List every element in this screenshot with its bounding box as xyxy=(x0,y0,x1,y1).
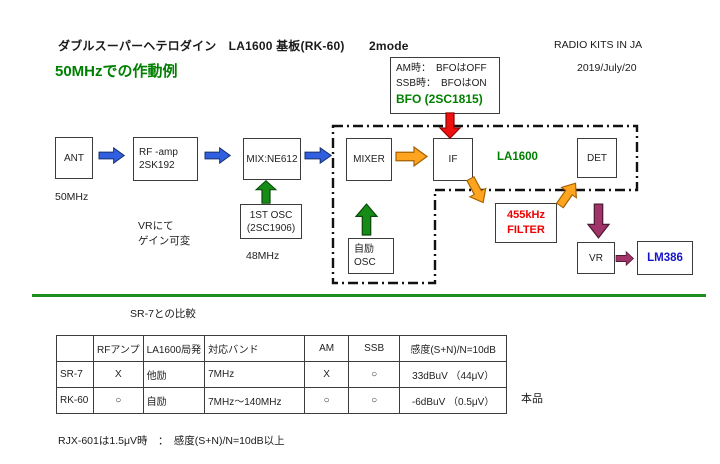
col-header-localosc: LA1600局発 xyxy=(142,335,206,362)
cell-am: X xyxy=(304,361,350,388)
bfo-note-am: AM時： BFOはOFF xyxy=(396,63,487,74)
section-heading: 50MHzでの作動例 xyxy=(55,63,178,80)
mixer-label: MIXER xyxy=(353,154,385,165)
if-block: IF xyxy=(433,138,473,181)
cell-ssb: ○ xyxy=(348,361,401,388)
section-divider xyxy=(32,294,706,297)
cell-model: RK-60 xyxy=(56,387,94,414)
mixer-block: MIXER xyxy=(346,138,392,181)
la1600-chip-label: LA1600 xyxy=(497,151,538,163)
cell-sensitivity: -6dBuV （0.5μV） xyxy=(399,387,508,414)
arrow-rfamp-to-mix-icon xyxy=(204,146,232,165)
det-block: DET xyxy=(577,138,617,178)
osc-freq-label: 48MHz xyxy=(246,250,280,262)
rf-gain-note: VRにて ゲイン可変 xyxy=(138,219,190,249)
cell-band: 7MHz xyxy=(204,361,306,388)
bfo-label: BFO (2SC1815) xyxy=(396,92,483,106)
rf-amp-part: 2SK192 xyxy=(139,160,175,171)
col-header-ssb: SSB xyxy=(348,335,401,362)
rf-amp-label: RF -amp xyxy=(139,147,178,158)
first-osc-label: 1ST OSC xyxy=(249,209,293,221)
arrow-bfo-to-if-icon xyxy=(438,112,462,139)
cell-ssb: ○ xyxy=(348,387,401,414)
cell-rfamp: ○ xyxy=(93,387,144,414)
this-product-note: 本品 xyxy=(521,393,543,405)
cell-band: 7MHz～140MHz xyxy=(204,387,306,414)
lm386-block: LM386 xyxy=(637,241,693,275)
first-osc-block: 1ST OSC (2SC1906) xyxy=(240,204,302,239)
if-label: IF xyxy=(448,154,458,165)
arrow-vr-to-lm386-icon xyxy=(615,250,635,267)
arrow-osc1-to-mix-icon xyxy=(254,180,278,204)
bfo-note-box: AM時： BFOはOFF SSB時： BFOはON BFO (2SC1815) xyxy=(390,57,500,114)
col-header-band: 対応バンド xyxy=(204,335,306,362)
arrow-mixer-to-if-icon xyxy=(395,145,429,168)
self-osc-label2: OSC xyxy=(354,257,376,268)
comparison-table: RFアンプ LA1600局発 対応バンド AM SSB 感度(S+N)/N=10… xyxy=(56,335,508,414)
arrow-selfosc-to-mixer-icon xyxy=(354,203,379,236)
ant-label: ANT xyxy=(64,152,84,164)
rf-gain-note-line2: ゲイン可変 xyxy=(138,235,191,248)
rf-amp-block: RF -amp 2SK192 xyxy=(133,137,198,181)
date-text: 2019/July/20 xyxy=(577,62,637,74)
col-header-am: AM xyxy=(304,335,350,362)
cell-model: SR-7 xyxy=(56,361,94,388)
cell-am: ○ xyxy=(304,387,350,414)
input-freq-label: 50MHz xyxy=(55,191,89,203)
brand-text: RADIO KITS IN JA xyxy=(554,39,643,51)
mix-block: MIX:NE612 xyxy=(243,138,301,180)
cell-localosc: 他励 xyxy=(142,361,206,388)
det-label: DET xyxy=(587,152,607,164)
filter-block: 455kHz FILTER xyxy=(495,203,557,243)
vr-label: VR xyxy=(589,252,603,264)
vr-block: VR xyxy=(577,242,615,274)
first-osc-part: (2SC1906) xyxy=(246,222,296,234)
col-header-rfamp: RFアンプ xyxy=(93,335,144,362)
mix-label: MIX:NE612 xyxy=(246,153,298,165)
page-title: ダブルスーパーヘテロダイン LA1600 基板(RK-60) 2mode xyxy=(58,39,409,53)
table-caption: SR-7との比較 xyxy=(130,308,196,320)
cell-rfamp: X xyxy=(93,361,144,388)
col-header-sensitivity: 感度(S+N)/N=10dB xyxy=(399,335,508,362)
la1600-dashed-outline xyxy=(331,124,639,285)
self-osc-block: 自励 OSC xyxy=(348,238,394,274)
arrow-mix-to-mixer-icon xyxy=(304,146,333,165)
arrow-if-to-filter-icon xyxy=(466,176,487,204)
arrow-ant-to-rfamp-icon xyxy=(98,146,126,165)
filter-freq: 455kHz xyxy=(507,209,545,222)
self-osc-label: 自励 xyxy=(354,244,374,255)
ant-block: ANT xyxy=(55,137,93,179)
arrow-filter-to-det-icon xyxy=(555,182,578,209)
rf-gain-note-line1: VRにて xyxy=(138,220,174,232)
bfo-note-ssb: SSB時： BFOはON xyxy=(396,78,487,89)
filter-label: FILTER xyxy=(507,224,545,236)
cell-sensitivity: 33dBuV （44μV） xyxy=(399,361,508,388)
table-header-row: RFアンプ LA1600局発 対応バンド AM SSB 感度(S+N)/N=10… xyxy=(56,335,508,362)
table-row: SR-7 X 他励 7MHz X ○ 33dBuV （44μV） xyxy=(56,361,508,388)
arrow-det-to-vr-icon xyxy=(586,203,611,239)
cell-localosc: 自励 xyxy=(142,387,206,414)
lm386-label: LM386 xyxy=(647,251,683,264)
footnote: RJX-601は1.5μV時 ： 感度(S+N)/N=10dB以上 xyxy=(58,435,285,447)
table-row: RK-60 ○ 自励 7MHz～140MHz ○ ○ -6dBuV （0.5μV… xyxy=(56,387,508,414)
col-header-name xyxy=(56,335,94,362)
